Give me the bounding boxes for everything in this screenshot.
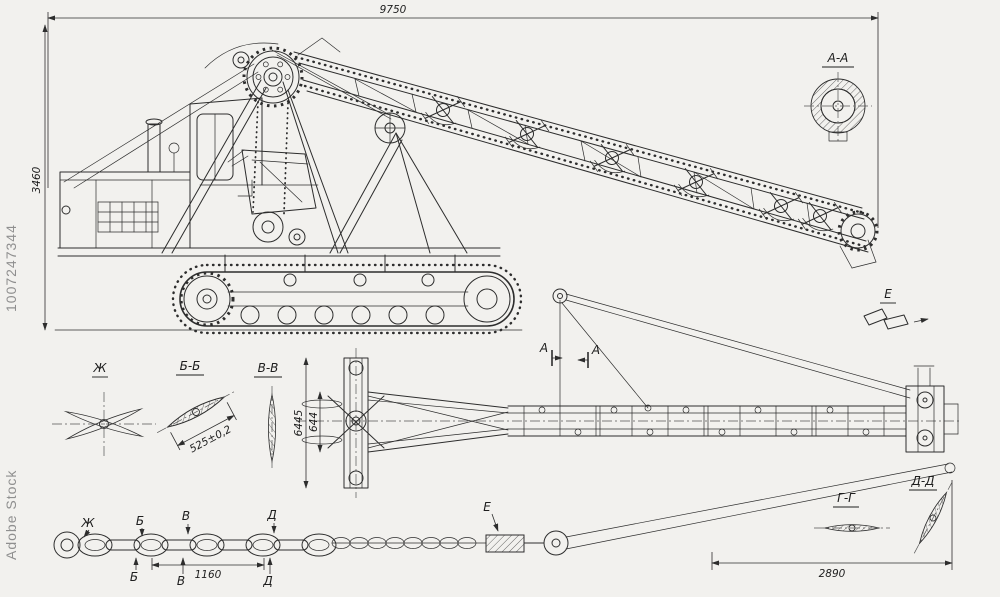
mark-d-top-label: Д xyxy=(266,508,276,522)
dim-644-label: 644 xyxy=(308,412,320,432)
section-zh-label: Ж xyxy=(93,361,108,375)
chain-detail: Ж Б В Д Б В Д 1160 xyxy=(53,508,487,588)
mark-zh-label: Ж xyxy=(81,516,96,530)
dim-6445-label: 6445 xyxy=(293,409,305,436)
cut-a-right-label: А xyxy=(591,343,600,357)
section-dd-label: Д-Д xyxy=(910,474,934,488)
section-dd: Д-Д xyxy=(909,474,953,554)
watermark-number: 1007247344 xyxy=(3,224,19,312)
cut-e-label: Е xyxy=(483,500,491,514)
section-zh: Ж xyxy=(52,361,156,456)
detail-e: Е xyxy=(863,287,929,330)
section-aa: А-А xyxy=(804,51,872,142)
radiator-grille xyxy=(97,201,159,233)
frame-bolts xyxy=(538,406,870,436)
dimension-overall-length: 9750 xyxy=(47,4,879,228)
section-vv: В-В xyxy=(254,361,282,470)
chain-links xyxy=(77,533,487,557)
dim-1160-label: 1160 xyxy=(195,569,222,581)
detail-e-label: Е xyxy=(884,287,892,301)
frame-cross-members xyxy=(523,405,885,437)
side-view-machine xyxy=(54,42,523,335)
dim-3460-label: 3460 xyxy=(31,166,43,193)
mark-b-bottom-label: Б xyxy=(130,570,138,584)
drive-sprocket xyxy=(242,46,304,108)
cut-a-left-label: А xyxy=(539,341,548,355)
watermark-brand: Adobe Stock xyxy=(3,470,19,560)
mark-d-bottom-label: Д xyxy=(262,574,272,588)
cut-mark-a: А А xyxy=(539,341,600,368)
watermark: 1007247344 Adobe Stock xyxy=(3,224,19,560)
section-gg-label: Г-Г xyxy=(837,491,856,505)
mark-v-top-label: В xyxy=(182,509,190,523)
section-vv-label: В-В xyxy=(258,361,279,375)
side-view-boom xyxy=(271,37,879,269)
mark-v-bottom-label: В xyxy=(177,574,185,588)
section-gg: Г-Г xyxy=(814,491,890,532)
dim-2890-label: 2890 xyxy=(819,568,846,580)
dim-9750-label: 9750 xyxy=(380,4,407,16)
section-aa-label: А-А xyxy=(827,51,849,65)
mark-b-top-label: Б xyxy=(136,514,144,528)
boom-heel-pivot xyxy=(374,112,406,144)
dimension-overall-height: 3460 xyxy=(31,24,48,331)
section-bb-label: Б-Б xyxy=(180,359,201,373)
plan-view-boom: 6445 644 xyxy=(293,288,960,580)
